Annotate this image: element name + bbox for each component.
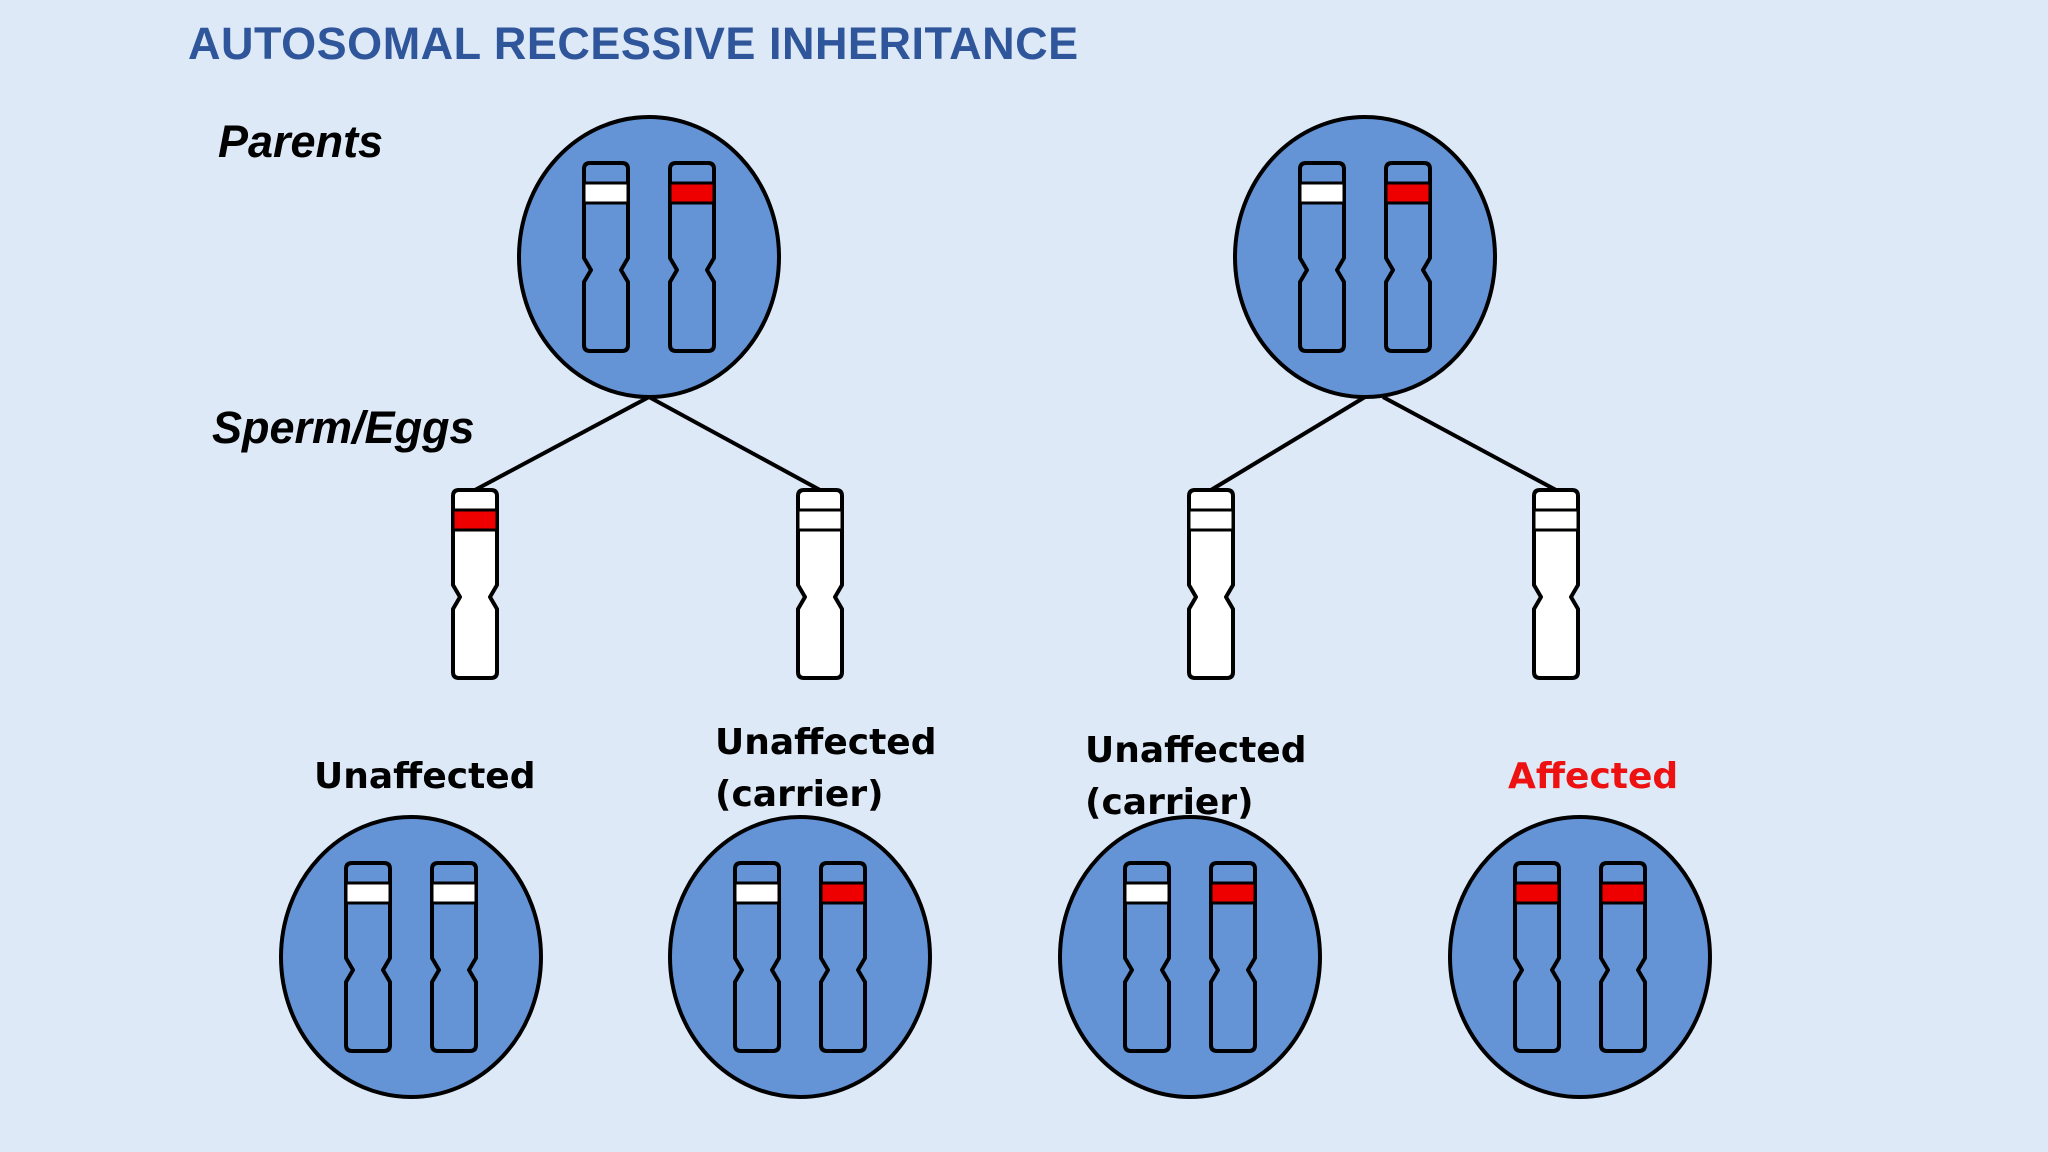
gamete-chromosome-2 — [796, 488, 844, 680]
child-cell-3-chromosome-2-body — [1209, 861, 1257, 1053]
child-cell-3-membrane — [1058, 815, 1322, 1099]
child-cell-4 — [1448, 815, 1712, 1099]
gamete-chromosome-1-body — [451, 488, 499, 680]
child-cell-2-chromosome-1-body — [733, 861, 781, 1053]
descent-line-1 — [474, 395, 650, 492]
child-cell-3-chromosome-1-body — [1123, 861, 1171, 1053]
parent-cell-2 — [1233, 115, 1497, 399]
child-cell-2-chromosome-1-normal-allele-band — [733, 881, 781, 905]
child-cell-1-chromosome-1-normal-allele-band — [344, 881, 392, 905]
child-3-label-line1: Unaffected — [1085, 730, 1307, 771]
parent-cell-1-chromosome-2-body — [668, 161, 716, 353]
gametes-row-label: Sperm/Eggs — [212, 402, 475, 453]
child-1-label: Unaffected — [314, 751, 535, 803]
parent-cell-2-chromosome-2 — [1384, 161, 1432, 353]
parent-cell-2-membrane — [1233, 115, 1497, 399]
child-cell-4-chromosome-1-body — [1513, 861, 1561, 1053]
child-2-label: Unaffected (carrier) — [715, 717, 936, 821]
child-cell-2-chromosome-1 — [733, 861, 781, 1053]
gamete-chromosome-3-body — [1187, 488, 1235, 680]
child-cell-4-chromosome-1 — [1513, 861, 1561, 1053]
gamete-chromosome-1-mutant-allele-band — [451, 508, 499, 532]
gamete-chromosome-2-normal-allele-band — [796, 508, 844, 532]
child-2-label-line1: Unaffected — [715, 722, 937, 763]
child-cell-3-chromosome-2 — [1209, 861, 1257, 1053]
parent-cell-1-chromosome-2-mutant-allele-band — [668, 181, 716, 205]
child-cell-1-chromosome-1 — [344, 861, 392, 1053]
parent-cell-1-chromosome-1-body — [582, 161, 630, 353]
child-4-label-line1: Affected — [1508, 756, 1679, 797]
parent-cell-2-chromosome-1-body — [1298, 161, 1346, 353]
parent-cell-2-chromosome-2-mutant-allele-band — [1384, 181, 1432, 205]
gamete-chromosome-4-normal-allele-band — [1532, 508, 1580, 532]
child-3-label-line2: (carrier) — [1085, 782, 1254, 823]
parent-cell-2-chromosome-1 — [1298, 161, 1346, 353]
parents-row-label: Parents — [218, 116, 384, 167]
child-cell-4-chromosome-1-mutant-allele-band — [1513, 881, 1561, 905]
descent-line-3 — [1209, 395, 1367, 492]
parent-cell-1-membrane — [517, 115, 781, 399]
child-cell-1-chromosome-2 — [430, 861, 478, 1053]
gamete-chromosome-3-normal-allele-band — [1187, 508, 1235, 532]
child-3-label: Unaffected (carrier) — [1085, 725, 1306, 829]
gamete-chromosome-4-body — [1532, 488, 1580, 680]
child-cell-2-chromosome-2-mutant-allele-band — [819, 881, 867, 905]
child-cell-2-chromosome-2-body — [819, 861, 867, 1053]
child-cell-2 — [668, 815, 932, 1099]
child-cell-2-membrane — [668, 815, 932, 1099]
parent-cell-1-chromosome-1 — [582, 161, 630, 353]
child-cell-1-chromosome-2-normal-allele-band — [430, 881, 478, 905]
child-cell-3-chromosome-2-mutant-allele-band — [1209, 881, 1257, 905]
child-cell-4-membrane — [1448, 815, 1712, 1099]
child-cell-1-membrane — [279, 815, 543, 1099]
child-4-label: Affected — [1508, 751, 1678, 803]
gamete-chromosome-1 — [451, 488, 499, 680]
child-cell-4-chromosome-2 — [1599, 861, 1647, 1053]
parent-cell-2-chromosome-1-normal-allele-band — [1298, 181, 1346, 205]
child-cell-2-chromosome-2 — [819, 861, 867, 1053]
parent-cell-2-chromosome-2-body — [1384, 161, 1432, 353]
descent-line-4 — [1382, 395, 1557, 492]
child-2-label-line2: (carrier) — [715, 774, 884, 815]
child-cell-3 — [1058, 815, 1322, 1099]
child-cell-1-chromosome-2-body — [430, 861, 478, 1053]
child-cell-4-chromosome-2-mutant-allele-band — [1599, 881, 1647, 905]
gamete-chromosome-2-body — [796, 488, 844, 680]
descent-line-2 — [648, 395, 821, 492]
child-1-label-line1: Unaffected — [314, 756, 536, 797]
child-cell-4-chromosome-2-body — [1599, 861, 1647, 1053]
gamete-chromosome-3 — [1187, 488, 1235, 680]
child-cell-1 — [279, 815, 543, 1099]
parent-cell-1-chromosome-1-normal-allele-band — [582, 181, 630, 205]
child-cell-3-chromosome-1 — [1123, 861, 1171, 1053]
gamete-chromosome-4 — [1532, 488, 1580, 680]
page-title: AUTOSOMAL RECESSIVE INHERITANCE — [188, 18, 1079, 69]
parent-cell-1-chromosome-2 — [668, 161, 716, 353]
child-cell-1-chromosome-1-body — [344, 861, 392, 1053]
child-cell-3-chromosome-1-normal-allele-band — [1123, 881, 1171, 905]
parent-cell-1 — [517, 115, 781, 399]
